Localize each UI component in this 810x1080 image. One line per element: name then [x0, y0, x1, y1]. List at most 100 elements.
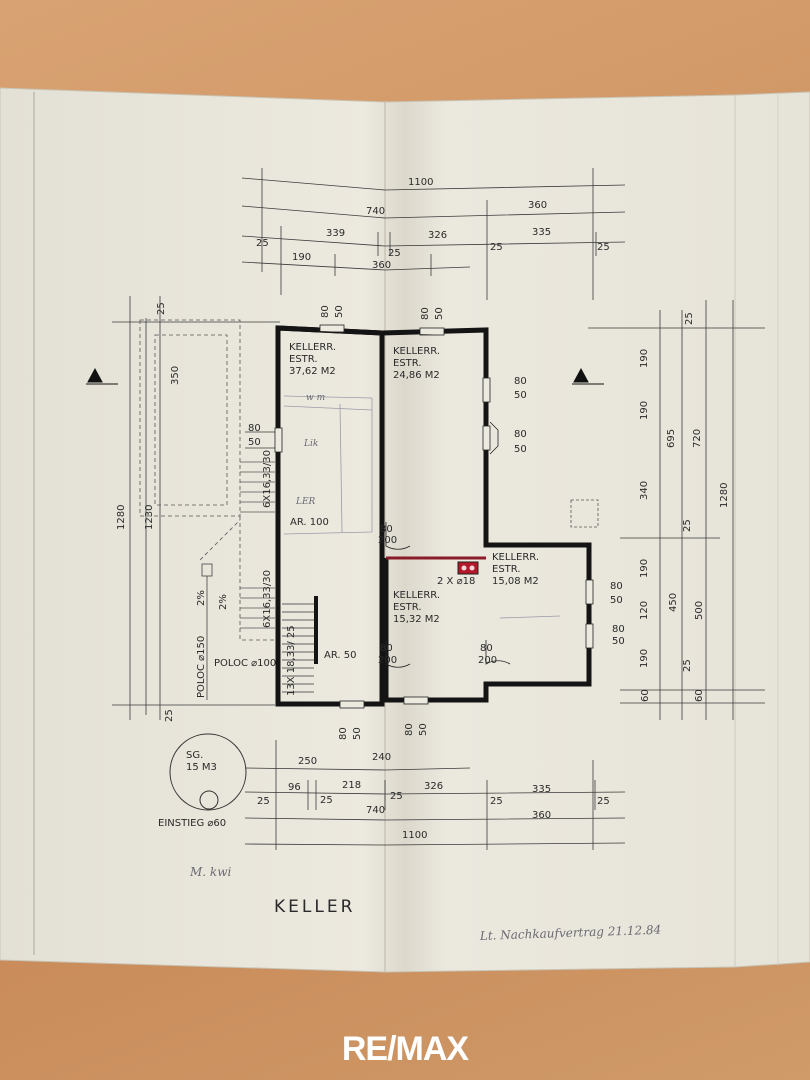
door3-w: 80	[480, 643, 493, 654]
top-dim-25b: 25	[388, 248, 401, 259]
opening5-h: 50	[514, 444, 527, 455]
top-dim-335: 335	[532, 227, 551, 238]
doors	[385, 522, 511, 668]
septic-tank-access	[199, 790, 219, 810]
annotation-slope1: 2%	[196, 590, 207, 606]
top-dim-25d: 25	[597, 242, 610, 253]
right-dim-60b: 60	[694, 689, 705, 702]
opening2-h: 50	[434, 307, 445, 320]
tank-volume: 15 M3	[186, 762, 217, 773]
sketch-label-3: LER	[295, 497, 316, 507]
opening1-w: 80	[320, 305, 331, 318]
opening8-w: 80	[338, 727, 349, 740]
bottom-dim-96: 96	[288, 782, 301, 793]
right-dim-190b: 190	[639, 401, 650, 420]
right-dim-630: 630	[807, 430, 810, 449]
initials: M. kwi	[189, 865, 231, 879]
top-dim-740: 740	[366, 206, 385, 217]
remax-logo: RE/MAX	[341, 1030, 469, 1068]
bottom-dim-25c: 25	[390, 791, 403, 802]
top-dim-339: 339	[326, 228, 345, 239]
bottom-dim-25a: 25	[257, 796, 270, 807]
left-dim-1230: 1230	[144, 505, 155, 530]
sketch-label-1: w m	[306, 393, 325, 403]
annotation-poloc100: POLOC ⌀100	[214, 658, 276, 669]
room2-name: KELLERR.	[393, 346, 440, 357]
opening9-w: 80	[404, 723, 415, 736]
top-dim-360b: 360	[372, 260, 391, 271]
outside-stairs	[240, 461, 275, 629]
bottom-dimension-lines	[244, 740, 626, 850]
left-dimension-lines	[112, 296, 280, 720]
door2-w: 80	[380, 643, 393, 654]
right-dim-25c: 25	[682, 659, 693, 672]
top-dim-25c: 25	[490, 242, 503, 253]
door1-h: 200	[378, 535, 397, 546]
bottom-dim-25e: 25	[597, 796, 610, 807]
annotation-ar100: AR. 100	[290, 517, 329, 528]
opening4-w: 80	[514, 376, 527, 387]
right-dim-500: 500	[694, 601, 705, 620]
right-dim-340: 340	[639, 481, 650, 500]
room3-name: KELLERR.	[393, 590, 440, 601]
annotation-stair2: 6X16,33/30	[262, 570, 273, 628]
tank-name: SG.	[186, 750, 203, 761]
right-dim-695: 695	[666, 429, 677, 448]
room4-finish: ESTR.	[492, 564, 521, 575]
left-dim-25-bottom: 25	[164, 709, 175, 722]
opening7-w: 80	[612, 624, 625, 635]
opening2-w: 80	[420, 307, 431, 320]
opening4-h: 50	[514, 390, 527, 401]
right-dimension-lines	[588, 300, 765, 720]
top-dimension-lines	[241, 168, 626, 300]
opening7-h: 50	[612, 636, 625, 647]
right-dim-1280: 1280	[719, 483, 730, 508]
bottom-dim-25d: 25	[490, 796, 503, 807]
right-dim-25b: 25	[682, 519, 693, 532]
left-dim-25-top: 25	[156, 302, 167, 315]
opening6-h: 50	[610, 595, 623, 606]
annotation-stair3: 13X 18,33/ 25	[286, 625, 297, 696]
right-dim-25: 25	[684, 312, 695, 325]
signature: Lt. Nachkaufvertrag 21.12.84	[479, 923, 662, 943]
bottom-dim-740: 740	[366, 805, 385, 816]
chimney-flue-1	[461, 565, 467, 571]
window-frames	[274, 324, 594, 709]
room4-name: KELLERR.	[492, 552, 539, 563]
room4-area: 15,08 M2	[492, 576, 539, 587]
door2-h: 200	[378, 655, 397, 666]
windows	[275, 325, 592, 707]
bottom-dim-250: 250	[298, 756, 317, 767]
top-dim-1100: 1100	[408, 177, 433, 188]
room2-finish: ESTR.	[393, 358, 422, 369]
light-well-outline	[139, 319, 275, 641]
room3-area: 15,32 M2	[393, 614, 440, 625]
opening8-h: 50	[352, 727, 363, 740]
annotation-stair1: 6X16,33/30	[262, 450, 273, 508]
bottom-dim-25b: 25	[320, 795, 333, 806]
bottom-dim-360: 360	[532, 810, 551, 821]
right-dim-60a: 60	[640, 689, 651, 702]
top-dim-360: 360	[528, 200, 547, 211]
pencil-sketch	[283, 395, 561, 619]
paper	[0, 87, 810, 973]
right-dim-120: 120	[639, 601, 650, 620]
bottom-dim-1100: 1100	[402, 830, 427, 841]
inside-stair	[282, 603, 314, 693]
bottom-dim-240: 240	[372, 752, 391, 763]
opening3-w: 80	[248, 423, 261, 434]
bottom-dim-335: 335	[532, 784, 551, 795]
right-dim-190d: 190	[639, 649, 650, 668]
opening3-h: 50	[248, 437, 261, 448]
top-dim-25a: 25	[256, 238, 269, 249]
dashed-box	[570, 499, 599, 528]
left-dim-1280: 1280	[116, 505, 127, 530]
opening6-w: 80	[610, 581, 623, 592]
room3-finish: ESTR.	[393, 602, 422, 613]
level-marker-left	[86, 367, 118, 385]
right-dim-190a: 190	[639, 349, 650, 368]
septic-tank	[169, 733, 247, 811]
annotation-chimney: 2 X ⌀18	[437, 576, 475, 587]
opening9-h: 50	[418, 723, 429, 736]
